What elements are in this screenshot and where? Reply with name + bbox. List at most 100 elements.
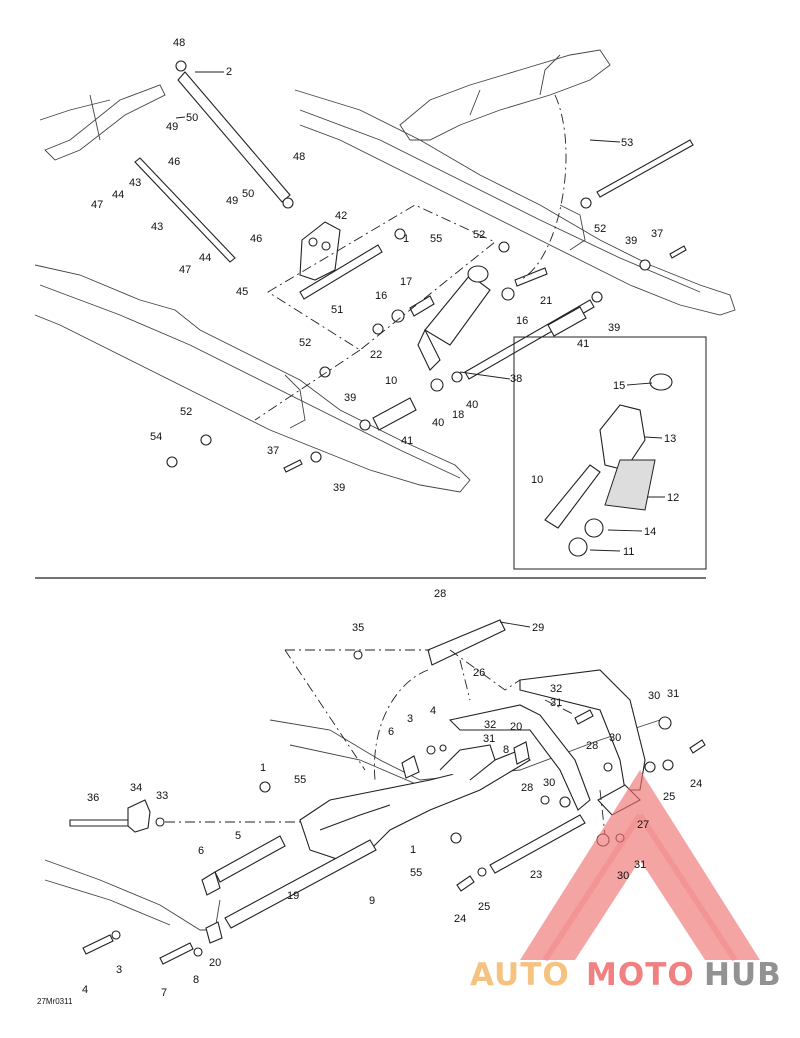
callout-label: 35 — [352, 622, 364, 634]
callout-label: 16 — [375, 290, 387, 302]
callout-label: 31 — [483, 733, 495, 745]
callout-label: 41 — [577, 338, 589, 350]
callout-label: 31 — [550, 697, 562, 709]
drawing-code: 27Mr0311 — [37, 997, 73, 1006]
callout-label: 25 — [663, 791, 675, 803]
shock-detail-10 — [544, 464, 601, 529]
callout-label: 20 — [209, 957, 221, 969]
callout-label: 1 — [403, 233, 409, 245]
callout-label: 20 — [510, 721, 522, 733]
callout-label: 28 — [521, 782, 533, 794]
watermark-word-moto: MOTO — [586, 957, 695, 993]
callout-labels: 48 2 50 49 46 47 44 43 43 48 49 50 42 46… — [37, 37, 702, 1006]
plate-29 — [427, 619, 506, 666]
callout-label: 33 — [156, 790, 168, 802]
boot-13 — [599, 404, 646, 471]
callout-label: 15 — [613, 380, 625, 392]
callout-label: 40 — [432, 417, 444, 429]
callout-label: 43 — [129, 177, 141, 189]
bushing-16b — [501, 287, 515, 301]
callout-label: 28 — [434, 588, 446, 600]
callout-label: 39 — [333, 482, 345, 494]
spacer-41a — [547, 306, 587, 337]
callout-label: 45 — [236, 286, 248, 298]
callout-label: 24 — [454, 913, 466, 925]
callout-label: 13 — [664, 433, 676, 445]
callout-label: 34 — [130, 782, 142, 794]
callout-label: 41 — [401, 435, 413, 447]
callout-label: 30 — [617, 870, 629, 882]
callout-label: 48 — [293, 151, 305, 163]
callout-label: 52 — [594, 223, 606, 235]
tube-19 — [224, 839, 377, 929]
callout-label: 12 — [667, 492, 679, 504]
automotohub-watermark: AUTO MOTO HUB — [470, 770, 782, 993]
callout-label: 39 — [344, 392, 356, 404]
callout-label: 46 — [250, 233, 262, 245]
callout-label: 48 — [173, 37, 185, 49]
callout-label: 24 — [690, 778, 702, 790]
callout-label: 16 — [516, 315, 528, 327]
warning-triangle-logo — [520, 770, 760, 960]
callout-label: 53 — [621, 137, 633, 149]
callout-label: 18 — [452, 409, 464, 421]
callout-label: 30 — [543, 777, 555, 789]
callout-label: 3 — [407, 713, 413, 725]
callout-label: 51 — [331, 304, 343, 316]
left-rail — [34, 264, 471, 493]
callout-label: 42 — [335, 210, 347, 222]
bolt-53 — [596, 139, 694, 198]
callout-label: 36 — [87, 792, 99, 804]
watermark-word-hub: HUB — [704, 957, 782, 993]
callout-label: 29 — [532, 622, 544, 634]
callout-label: 31 — [667, 688, 679, 700]
top-assembly-drawing — [34, 49, 736, 570]
link-43 — [134, 157, 236, 263]
callout-label: 26 — [473, 667, 485, 679]
callout-label: 55 — [410, 867, 422, 879]
callout-label: 54 — [150, 431, 162, 443]
callout-label: 49 — [226, 195, 238, 207]
callout-label: 47 — [91, 199, 103, 211]
callout-label: 49 — [166, 121, 178, 133]
callout-label: 55 — [294, 774, 306, 786]
shock-2 — [177, 71, 291, 203]
callout-label: 50 — [242, 188, 254, 200]
callout-label: 7 — [161, 987, 167, 999]
callout-label: 19 — [287, 890, 299, 902]
callout-label: 40 — [466, 399, 478, 411]
callout-label: 8 — [503, 744, 509, 756]
callout-label: 44 — [112, 189, 124, 201]
spacer-41b — [372, 397, 417, 431]
callout-label: 37 — [267, 445, 279, 457]
callout-label: 14 — [644, 526, 656, 538]
right-rail — [294, 89, 736, 316]
callout-label: 4 — [82, 984, 88, 996]
callout-label: 9 — [369, 895, 375, 907]
bolt-36 — [69, 819, 131, 827]
callout-label: 52 — [473, 229, 485, 241]
callout-label: 44 — [199, 252, 211, 264]
axle-51 — [299, 244, 383, 300]
callout-label: 52 — [180, 406, 192, 418]
tube-23 — [489, 814, 586, 874]
spring-12 — [604, 459, 656, 511]
bracket-34 — [127, 799, 151, 833]
callout-label: 31 — [634, 859, 646, 871]
callout-label: 32 — [550, 683, 562, 695]
callout-label: 47 — [179, 264, 191, 276]
callout-label: 52 — [299, 337, 311, 349]
callout-label: 21 — [540, 295, 552, 307]
bracket-42 — [299, 221, 341, 281]
main-shock-10 — [424, 274, 491, 346]
callout-label: 10 — [531, 474, 543, 486]
callout-label: 23 — [530, 869, 542, 881]
callout-label: 30 — [648, 690, 660, 702]
bottom-assembly-drawing — [44, 619, 706, 965]
callout-label: 38 — [510, 373, 522, 385]
callout-label: 37 — [651, 228, 663, 240]
callout-label: 5 — [235, 830, 241, 842]
callout-label: 27 — [637, 819, 649, 831]
tube-5 — [214, 835, 286, 883]
